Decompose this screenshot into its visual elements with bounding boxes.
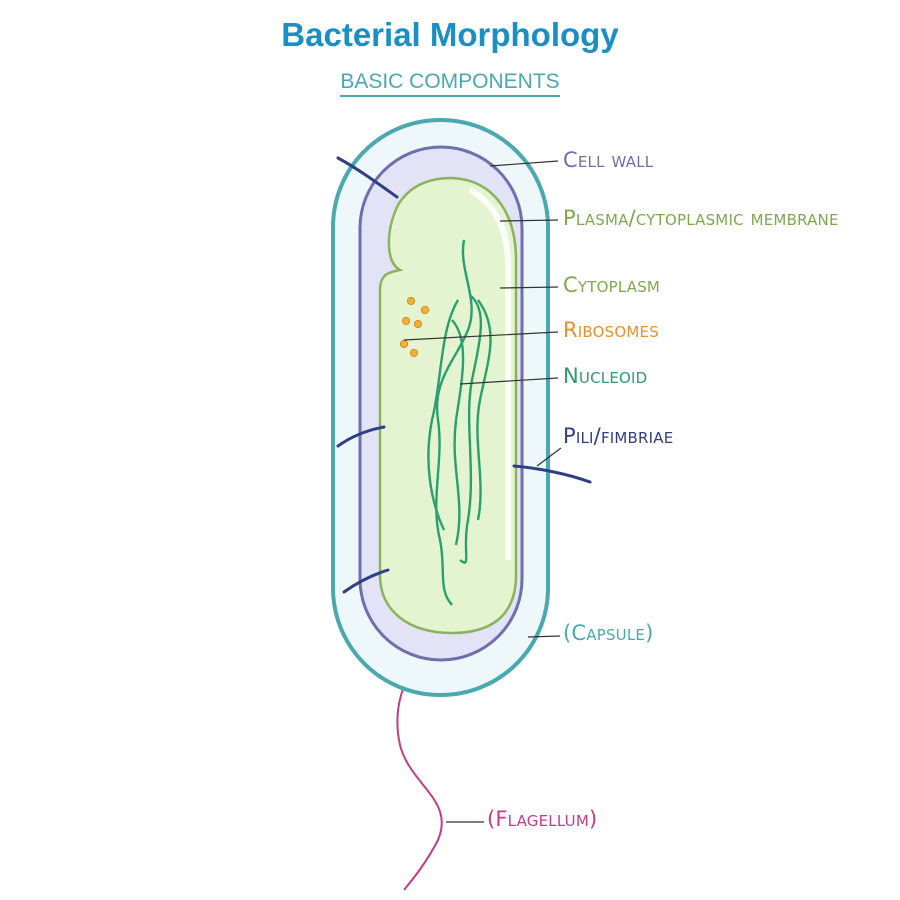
label-capsule: (Capsule): [563, 621, 654, 645]
diagram-subtitle: BASIC COMPONENTS: [0, 70, 900, 97]
label-nucleoid: Nucleoid: [563, 364, 648, 388]
plasma-membrane: [378, 176, 518, 635]
diagram-title: Bacterial Morphology: [281, 16, 619, 53]
nucleoid: [427, 239, 492, 606]
label-ribosomes: Ribosomes: [563, 318, 659, 342]
pili: [336, 156, 592, 594]
leader-lines: [403, 160, 562, 823]
subtitle-text: BASIC COMPONENTS: [340, 70, 560, 97]
ribosomes: [399, 296, 430, 358]
label-flagellum: (Flagellum): [487, 807, 598, 831]
membrane-highlight: [468, 187, 511, 560]
label-pili: Pili/fimbriae: [563, 424, 674, 448]
label-cytoplasm: Cytoplasm: [563, 273, 661, 297]
label-cell-wall: Cell wall: [563, 148, 654, 172]
label-plasma-membrane: Plasma/cytoplasmic membrane: [563, 206, 839, 230]
